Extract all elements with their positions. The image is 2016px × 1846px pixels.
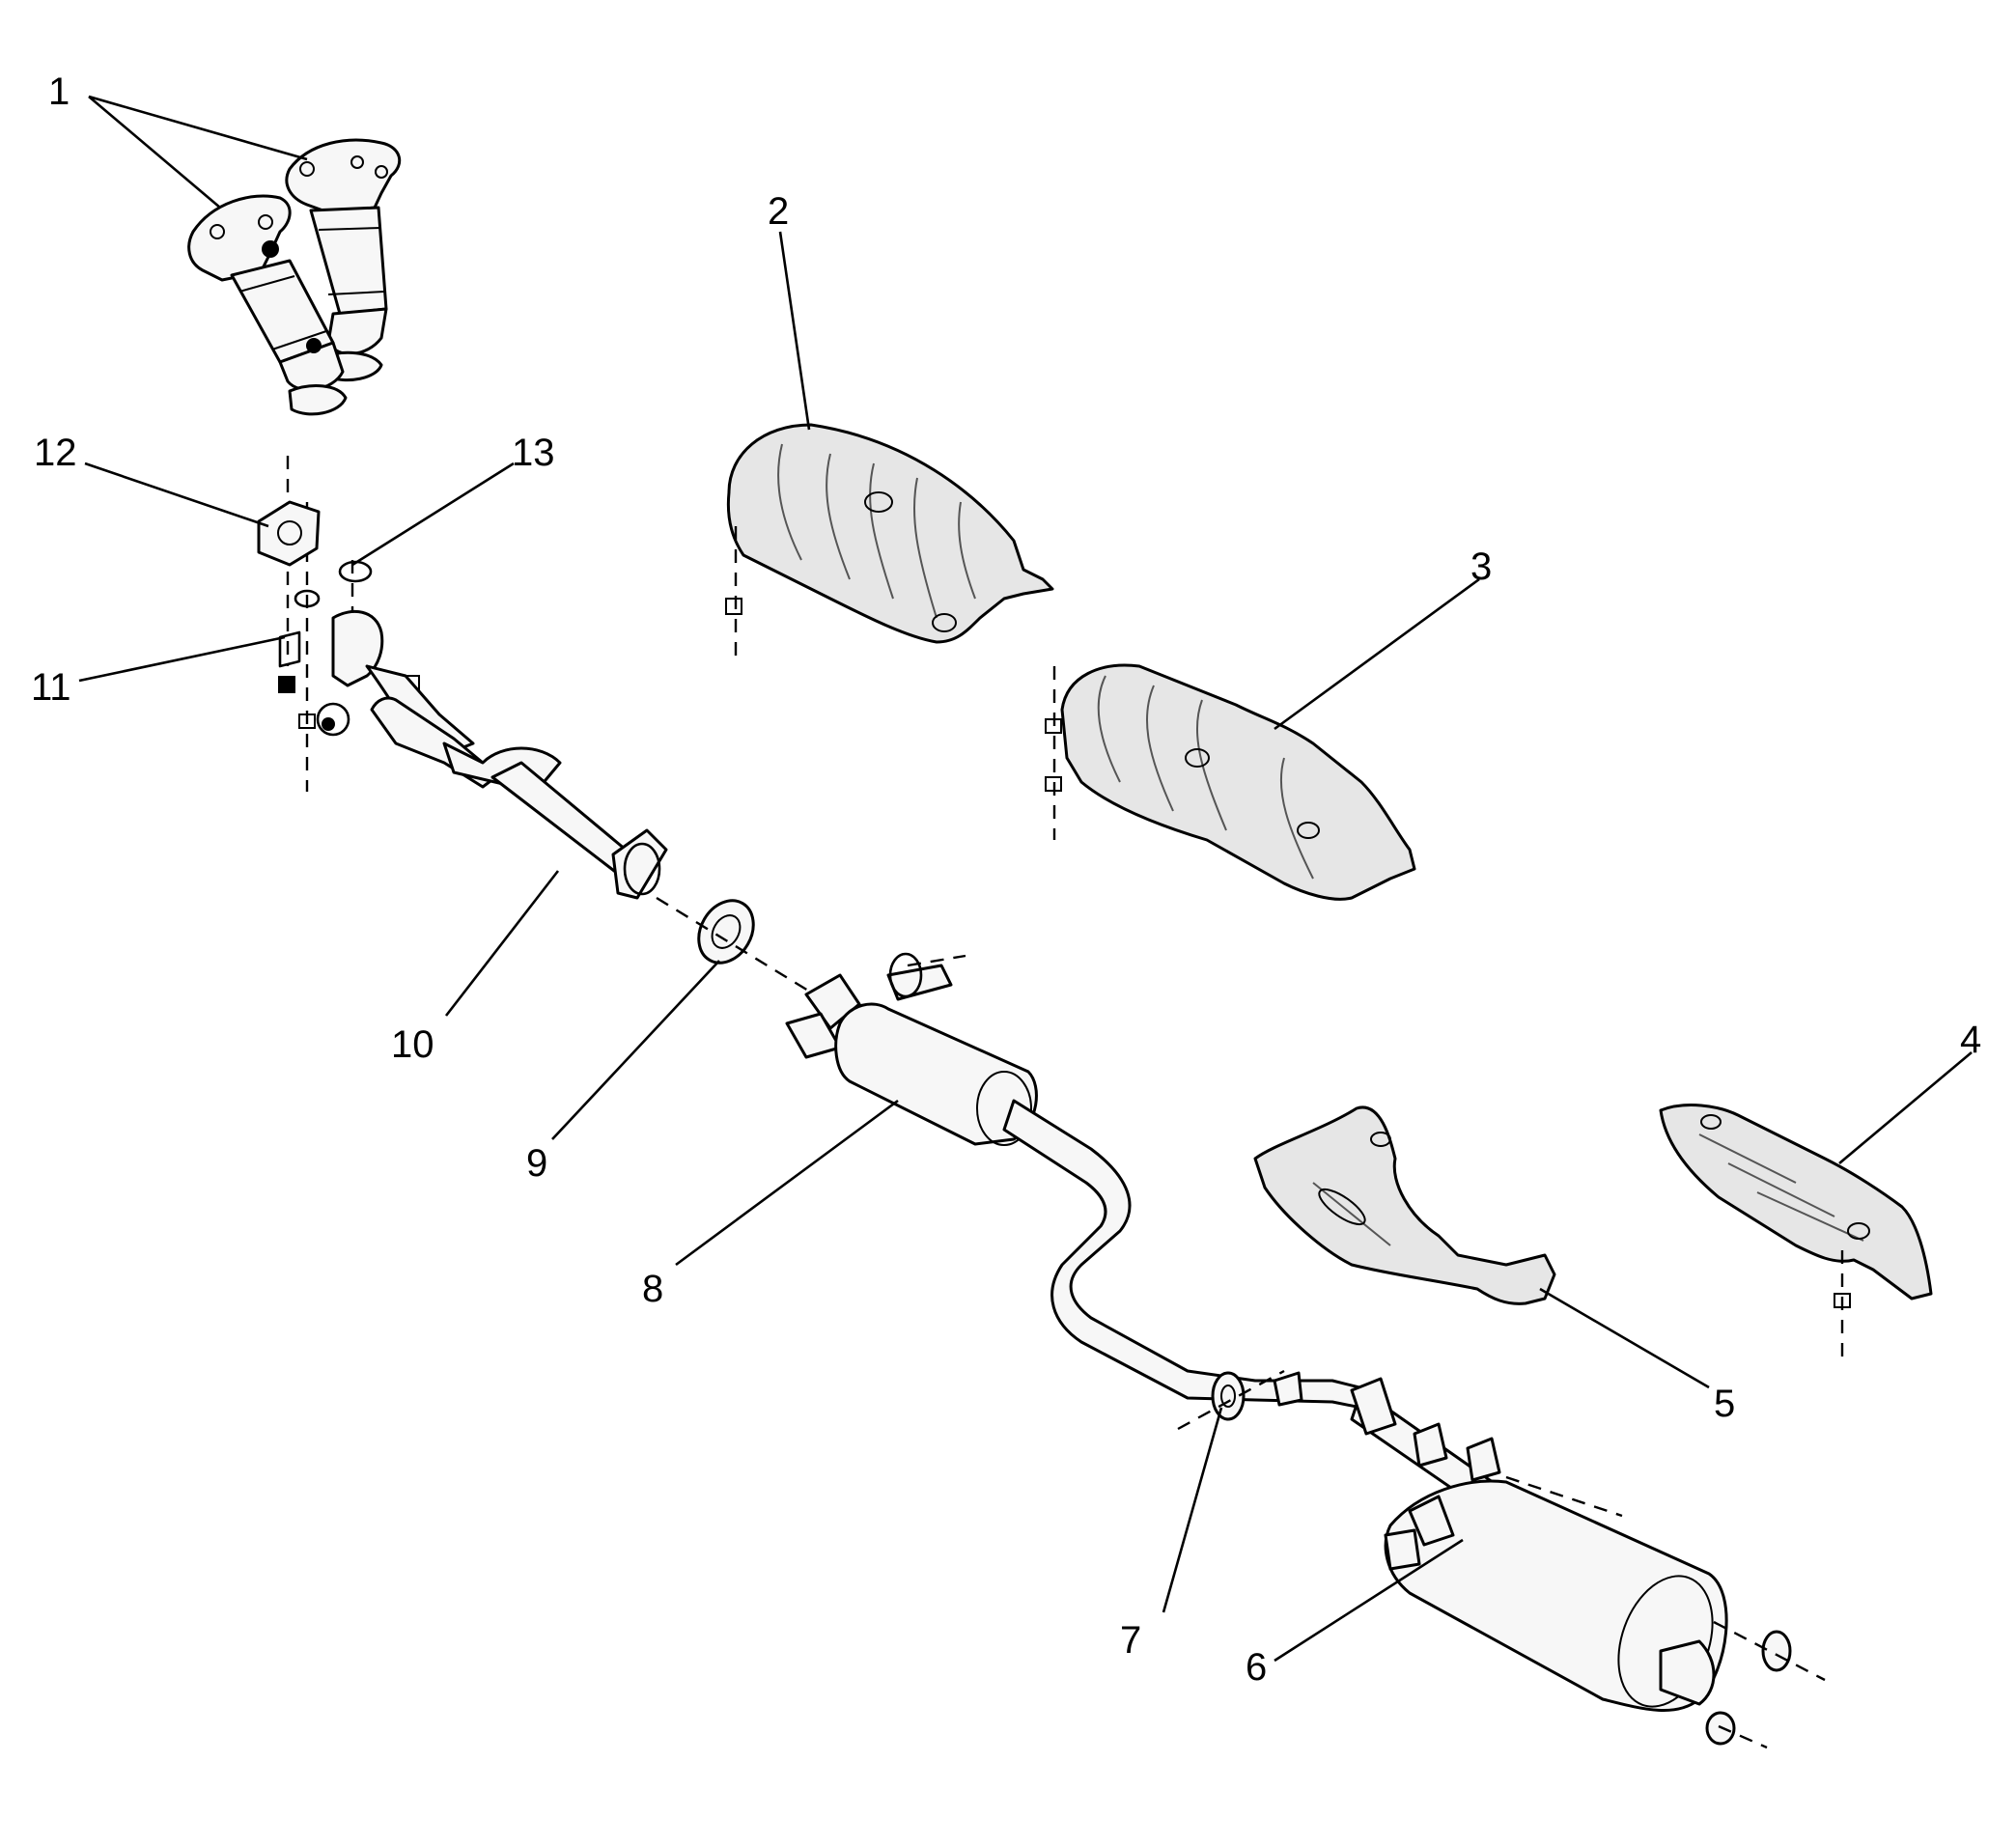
heat-shield-5 xyxy=(1253,1105,1556,1305)
leader-lines xyxy=(78,95,1973,1663)
rear-muffler xyxy=(1350,1377,1826,1749)
callout-9: 9 xyxy=(526,1142,547,1185)
callout-13: 13 xyxy=(512,432,555,474)
callout-11: 11 xyxy=(31,666,71,709)
heat-shield-3 xyxy=(1045,663,1416,901)
pipe-gasket xyxy=(656,896,831,1006)
callout-10: 10 xyxy=(391,1023,434,1066)
front-exhaust-pipe xyxy=(316,609,668,900)
callout-12: 12 xyxy=(34,432,77,474)
heat-shield-2 xyxy=(725,423,1054,657)
intermediate-pipe-resonator xyxy=(785,952,1373,1412)
exhaust-manifold-assembly xyxy=(187,138,402,416)
callout-5: 5 xyxy=(1714,1383,1735,1425)
callout-labels: 1 2 3 4 5 6 7 8 9 10 11 12 13 xyxy=(31,70,1981,1689)
callout-8: 8 xyxy=(642,1268,663,1310)
callout-3: 3 xyxy=(1470,545,1492,588)
callout-1: 1 xyxy=(48,70,70,113)
heat-shield-4 xyxy=(1659,1104,1933,1361)
callout-6: 6 xyxy=(1246,1646,1267,1689)
callout-4: 4 xyxy=(1960,1019,1981,1061)
callout-2: 2 xyxy=(768,190,789,233)
callout-7: 7 xyxy=(1120,1619,1141,1662)
